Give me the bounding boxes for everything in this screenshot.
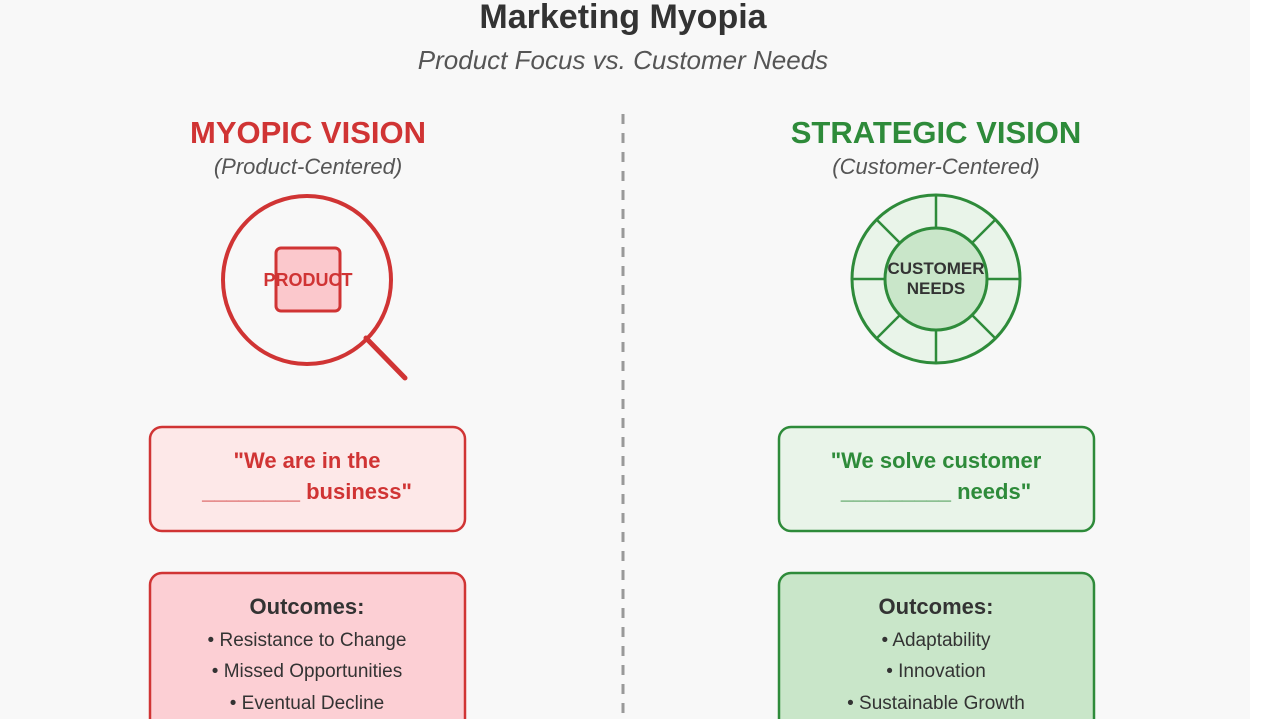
diagram-title: Marketing Myopia xyxy=(479,0,767,36)
strategic-subheading: (Customer-Centered) xyxy=(832,154,1039,179)
diagram-subtitle: Product Focus vs. Customer Needs xyxy=(418,45,828,75)
customer-needs-hub xyxy=(883,226,989,332)
strategic-panel: STRATEGIC VISION (Customer-Centered) CUS… xyxy=(777,115,1096,719)
customer-needs-label-line-2: NEEDS xyxy=(907,279,966,298)
magnifying-glass-icon: PRODUCT xyxy=(221,194,408,381)
myopic-outcomes-box xyxy=(148,571,467,719)
strategic-quote-box xyxy=(777,425,1096,533)
myopic-outcome-item: • Resistance to Change xyxy=(208,630,407,651)
myopic-outcome-item: • Missed Opportunities xyxy=(212,661,402,682)
myopic-heading: MYOPIC VISION xyxy=(190,115,426,150)
product-label: PRODUCT xyxy=(264,270,353,290)
strategic-outcome-item: • Sustainable Growth xyxy=(847,693,1025,714)
myopic-quote-line-2: ________ business" xyxy=(201,479,412,504)
myopic-quote-line-1: "We are in the xyxy=(234,448,381,473)
customer-needs-label-line-1: CUSTOMER xyxy=(888,259,985,278)
myopic-quote-box xyxy=(148,425,467,533)
myopic-outcomes-title: Outcomes: xyxy=(250,594,365,619)
myopic-panel: MYOPIC VISION (Product-Centered) PRODUCT… xyxy=(148,115,467,719)
myopic-subheading: (Product-Centered) xyxy=(214,154,402,179)
strategic-outcomes-title: Outcomes: xyxy=(879,594,994,619)
strategic-outcome-item: • Adaptability xyxy=(881,630,991,651)
diagram-svg: Marketing Myopia Product Focus vs. Custo… xyxy=(148,0,1096,719)
diagram-canvas: Marketing Myopia Product Focus vs. Custo… xyxy=(148,0,1096,719)
myopic-outcome-item: • Eventual Decline xyxy=(230,693,385,714)
strategic-heading: STRATEGIC VISION xyxy=(791,115,1082,150)
strategic-outcome-item: • Innovation xyxy=(886,661,986,682)
strategic-quote-line-1: "We solve customer xyxy=(831,448,1042,473)
customer-needs-wheel-icon: CUSTOMER NEEDS xyxy=(850,193,1022,365)
product-box-icon xyxy=(274,246,342,313)
strategic-quote-line-2: _________ needs" xyxy=(840,479,1031,504)
strategic-outcomes-box xyxy=(777,571,1096,719)
